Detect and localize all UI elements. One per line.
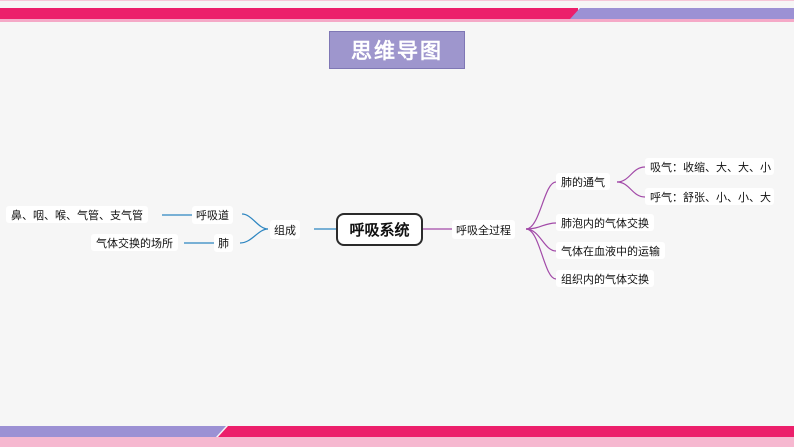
item-tissue-exchange: 组织内的气体交换: [556, 270, 654, 287]
link-left-branch: [241, 213, 269, 230]
center-node: 呼吸系统: [336, 213, 423, 246]
top-light-band: [0, 19, 794, 22]
node-huxidao-detail: 鼻、咽、喉、气管、支气管: [6, 206, 148, 223]
top-thin-line: [0, 0, 794, 1]
bottom-purple-band: [0, 426, 226, 437]
link-right-2: [525, 222, 557, 230]
link-right-1: [525, 181, 557, 230]
link-right-4: [525, 228, 557, 280]
item-inhale: 吸气：收缩、大、大、小: [645, 158, 774, 175]
item-alveolar-exchange: 肺泡内的气体交换: [556, 214, 654, 231]
branch-process: 呼吸全过程: [452, 220, 515, 239]
item-lung-ventilation: 肺的通气: [556, 173, 610, 190]
top-pink-band: [0, 8, 578, 19]
branch-zucheng: 组成: [270, 220, 300, 239]
item-exhale: 呼气：舒张、小、小、大: [645, 188, 774, 205]
node-huxidao: 呼吸道: [192, 206, 233, 224]
bottom-pink-band: [218, 426, 794, 437]
link-left-branch-2: [239, 228, 269, 244]
link-vent-2: [616, 181, 646, 198]
item-blood-transport: 气体在血液中的运输: [556, 242, 665, 259]
link-vent-1: [616, 166, 646, 183]
node-fei: 肺: [214, 234, 233, 252]
link-right-3: [525, 228, 557, 252]
bottom-light-band: [0, 437, 794, 447]
top-purple-band: [570, 8, 794, 19]
node-fei-detail: 气体交换的场所: [91, 234, 178, 251]
page-title: 思维导图: [329, 31, 465, 69]
